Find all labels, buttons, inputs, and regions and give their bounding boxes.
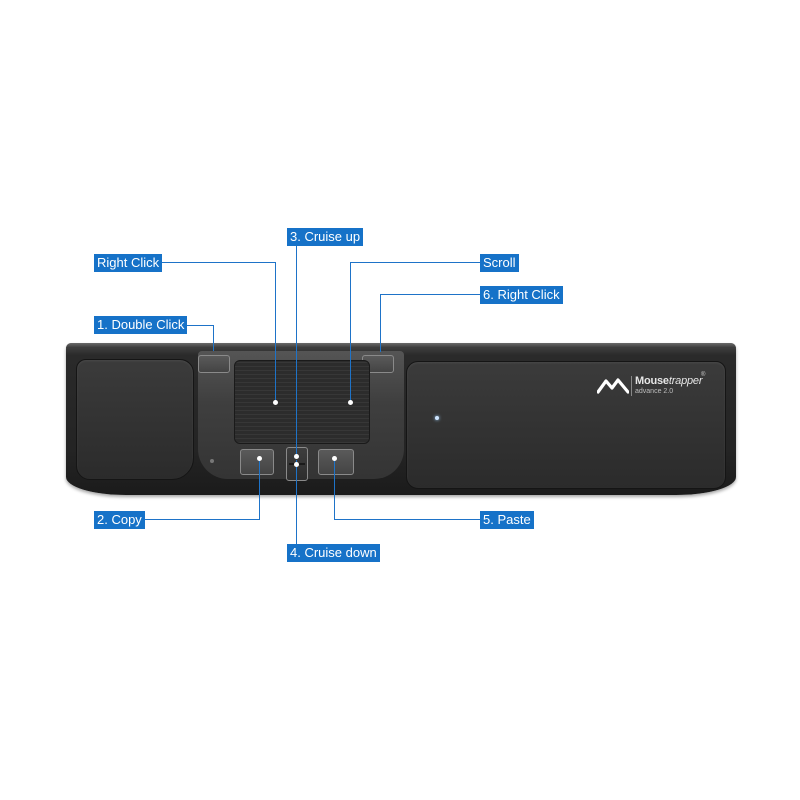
copy-button[interactable]	[240, 449, 274, 475]
leader-copy-h	[143, 519, 260, 520]
logo-name-bold: Mouse	[635, 375, 669, 387]
leader-cruise-up	[296, 245, 297, 455]
brand-logo: Mousetrapper ® advance 2.0	[597, 372, 707, 402]
scroll-target-dot	[348, 400, 353, 405]
leader-scroll-v	[350, 262, 351, 402]
leader-paste-v	[334, 458, 335, 520]
leader-cruise-down	[296, 460, 297, 545]
right-wrist-pad: Mousetrapper ® advance 2.0	[406, 361, 726, 489]
leader-copy-v	[259, 458, 260, 520]
logo-wordmark: Mousetrapper	[635, 375, 702, 387]
callout-scroll: Scroll	[480, 254, 519, 272]
callout-right-click-6: 6. Right Click	[480, 286, 563, 304]
callout-copy: 2. Copy	[94, 511, 145, 529]
logo-subtitle: advance 2.0	[635, 388, 674, 395]
rollerbar-track[interactable]	[234, 360, 370, 444]
logo-name-light: trapper	[668, 375, 703, 387]
leader-right-click-v	[275, 262, 276, 402]
leader-scroll-h	[350, 262, 481, 263]
leader-right-click-6-h	[380, 294, 481, 295]
mousetrapper-device: Mousetrapper ® advance 2.0	[66, 343, 736, 495]
leader-double-click-v	[213, 325, 214, 351]
leader-right-click-h	[160, 262, 276, 263]
left-wrist-pad	[76, 359, 194, 480]
callout-cruise-down: 4. Cruise down	[287, 544, 380, 562]
copy-target-dot	[257, 456, 262, 461]
control-panel	[198, 351, 404, 481]
callout-cruise-up: 3. Cruise up	[287, 228, 364, 246]
pad-indicator-light	[435, 416, 439, 420]
logo-registered-mark: ®	[701, 372, 706, 378]
logo-divider	[631, 376, 632, 396]
leader-double-click-h	[186, 325, 214, 326]
paste-button[interactable]	[318, 449, 354, 475]
double-click-button[interactable]	[198, 355, 230, 373]
callout-double-click: 1. Double Click	[94, 316, 188, 334]
right-click-target-dot	[273, 400, 278, 405]
status-led	[210, 459, 214, 463]
leader-paste-h	[334, 519, 481, 520]
paste-target-dot	[332, 456, 337, 461]
mountain-logo-icon	[597, 378, 629, 394]
cruise-down-target-dot	[294, 462, 299, 467]
leader-right-click-6-v	[380, 294, 381, 352]
callout-paste: 5. Paste	[480, 511, 534, 529]
callout-right-click: Right Click	[94, 254, 163, 272]
cruise-up-target-dot	[294, 454, 299, 459]
device-top-edge	[66, 343, 736, 348]
